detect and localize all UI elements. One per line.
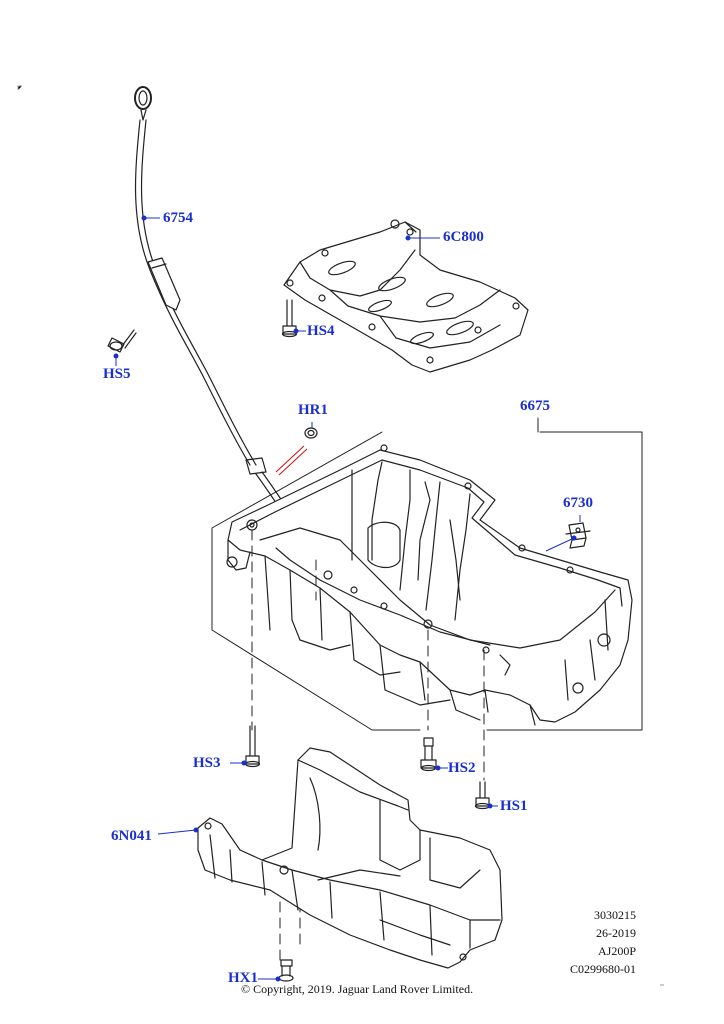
oil-baffle[interactable] bbox=[283, 219, 529, 373]
corner-marks bbox=[17, 85, 664, 986]
callout-6N041[interactable]: 6N041 bbox=[111, 828, 152, 844]
callout-HX1[interactable]: HX1 bbox=[228, 970, 258, 986]
leader-lines bbox=[113, 215, 581, 982]
lower-oil-pan[interactable] bbox=[197, 747, 503, 969]
oil-pan[interactable] bbox=[226, 444, 633, 726]
callout-6730[interactable]: 6730 bbox=[563, 495, 593, 511]
illustration-metadata: 3030215 26-2019 AJ200P C0299680-01 bbox=[516, 906, 636, 978]
assembly-bracket bbox=[211, 417, 643, 731]
drain-plug[interactable] bbox=[565, 522, 591, 549]
callout-HS5[interactable]: HS5 bbox=[103, 366, 131, 382]
pan-bolt-hs3[interactable] bbox=[244, 725, 261, 768]
callout-6675[interactable]: 6675 bbox=[520, 398, 550, 414]
callout-6754[interactable]: 6754 bbox=[163, 210, 193, 226]
callout-HS1[interactable]: HS1 bbox=[500, 798, 528, 814]
callout-HS3[interactable]: HS3 bbox=[193, 755, 221, 771]
meta-line-4: C0299680-01 bbox=[570, 962, 636, 976]
callout-HR1[interactable]: HR1 bbox=[298, 402, 328, 418]
pan-bolt-hs2[interactable] bbox=[420, 737, 437, 772]
pan-bolt-hs1[interactable] bbox=[474, 781, 491, 810]
tube-bolt[interactable] bbox=[107, 329, 137, 353]
callout-HS2[interactable]: HS2 bbox=[448, 760, 476, 776]
callout-HS4[interactable]: HS4 bbox=[307, 323, 335, 339]
oring-leader bbox=[275, 445, 308, 476]
baffle-bolt[interactable] bbox=[281, 299, 298, 338]
o-ring[interactable] bbox=[304, 427, 318, 439]
lower-pan-bolt[interactable] bbox=[278, 959, 294, 982]
meta-line-3: AJ200P bbox=[597, 944, 636, 958]
copyright-notice: © Copyright, 2019. Jaguar Land Rover Lim… bbox=[241, 982, 474, 996]
meta-line-1: 3030215 bbox=[594, 908, 636, 922]
meta-line-2: 26-2019 bbox=[596, 926, 636, 940]
callout-6C800[interactable]: 6C800 bbox=[443, 229, 484, 245]
